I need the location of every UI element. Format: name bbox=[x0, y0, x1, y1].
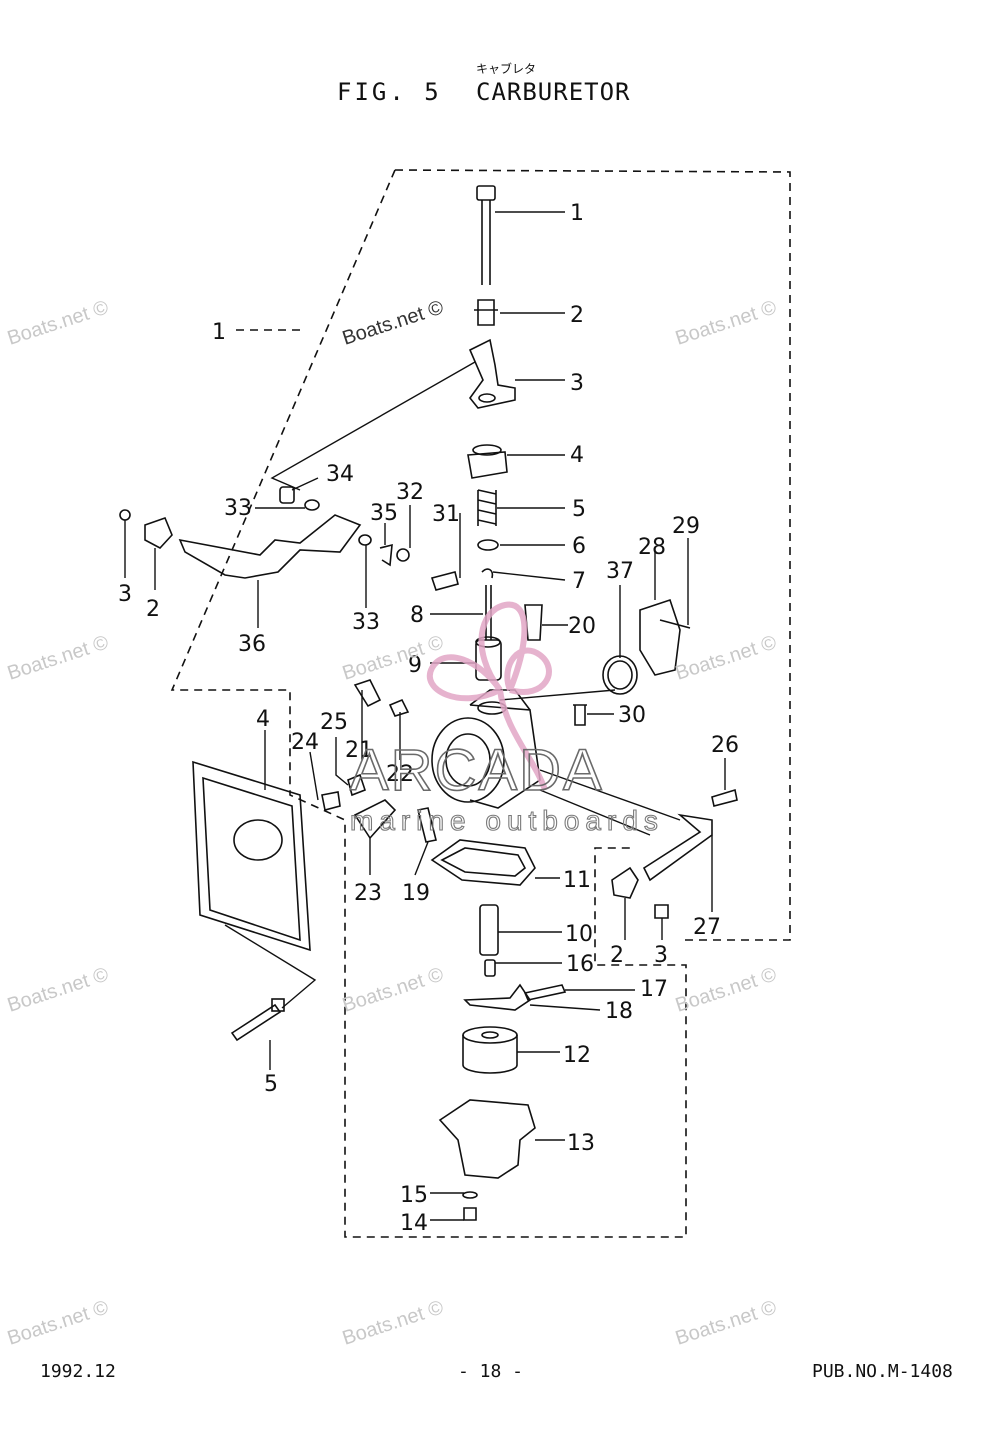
title-kana: キャブレタ bbox=[476, 62, 537, 76]
part-number-label: 14 bbox=[400, 1211, 428, 1236]
watermark-text: Boats.net © bbox=[673, 631, 780, 684]
part-number-label: 24 bbox=[291, 730, 319, 755]
footer-page-number: - 18 - bbox=[458, 1361, 524, 1382]
part-number-label: 1 bbox=[570, 201, 584, 226]
part-number-label: 19 bbox=[402, 881, 430, 906]
part-number-label: 10 bbox=[565, 922, 593, 947]
part-number-label: 4 bbox=[256, 707, 270, 732]
part-number-label: 17 bbox=[640, 977, 668, 1002]
watermark-text: Boats.net © bbox=[5, 296, 112, 349]
watermark-text: Boats.net © bbox=[5, 963, 112, 1016]
leader-lines bbox=[124, 211, 726, 1221]
watermark-text: Boats.net © bbox=[673, 1296, 780, 1349]
part-number-label: 5 bbox=[264, 1072, 278, 1097]
figure-number: FIG. 5 bbox=[337, 78, 442, 106]
part-number-label: 7 bbox=[572, 569, 586, 594]
part-number-label: 29 bbox=[672, 514, 700, 539]
watermark-text: Boats.net © bbox=[340, 1296, 447, 1349]
brand-name: ARCADA bbox=[350, 738, 604, 803]
part-number-label: 31 bbox=[432, 502, 460, 527]
part-number-label: 26 bbox=[711, 733, 739, 758]
part-number-label: 15 bbox=[400, 1183, 428, 1208]
part-number-label: 30 bbox=[618, 703, 646, 728]
part-number-label: 4 bbox=[570, 443, 584, 468]
footer-date: 1992.12 bbox=[40, 1361, 116, 1382]
part-number-label: 37 bbox=[606, 559, 634, 584]
part-number-label: 27 bbox=[693, 915, 721, 940]
part-number-label: 5 bbox=[572, 497, 586, 522]
part-number-label: 18 bbox=[605, 999, 633, 1024]
part-number-label: 21 bbox=[345, 738, 373, 763]
arcada-logo-watermark: ARCADA marine outboards bbox=[349, 601, 664, 837]
part-number-label: 34 bbox=[326, 462, 354, 487]
part-number-label: 13 bbox=[567, 1131, 595, 1156]
part-number-label: 6 bbox=[572, 534, 586, 559]
part-number-label: 25 bbox=[320, 710, 348, 735]
part-number-label: 3 bbox=[570, 371, 584, 396]
assembly-boundary-lines bbox=[170, 169, 791, 1238]
part-number-label: 20 bbox=[568, 614, 596, 639]
brand-tagline: marine outboards bbox=[350, 805, 664, 836]
part-number-label: 28 bbox=[638, 535, 666, 560]
watermark-text: Boats.net © bbox=[340, 296, 447, 349]
part-callouts: 1234567891011121314151617181920212223242… bbox=[118, 201, 739, 1236]
watermark-text: Boats.net © bbox=[5, 631, 112, 684]
part-number-label: 3 bbox=[118, 582, 132, 607]
part-number-label: 35 bbox=[370, 501, 398, 526]
part-number-label: 32 bbox=[396, 480, 424, 505]
part-number-label: 9 bbox=[408, 653, 422, 678]
part-number-label: 33 bbox=[352, 610, 380, 635]
watermark-text: Boats.net © bbox=[340, 963, 447, 1016]
part-number-label: 23 bbox=[354, 881, 382, 906]
part-number-label: 8 bbox=[410, 603, 424, 628]
footer-publication-number: PUB.NO.M-1408 bbox=[812, 1361, 953, 1382]
watermark-text: Boats.net © bbox=[673, 296, 780, 349]
part-number-label: 16 bbox=[566, 952, 594, 977]
part-number-label: 1 bbox=[212, 320, 226, 345]
watermark-text: Boats.net © bbox=[5, 1296, 112, 1349]
page-title: CARBURETOR bbox=[476, 78, 631, 106]
part-number-label: 36 bbox=[238, 632, 266, 657]
part-number-label: 2 bbox=[610, 943, 624, 968]
part-number-label: 3 bbox=[654, 943, 668, 968]
watermark-text: Boats.net © bbox=[673, 963, 780, 1016]
part-number-label: 2 bbox=[570, 303, 584, 328]
part-number-label: 11 bbox=[563, 868, 591, 893]
part-number-label: 12 bbox=[563, 1043, 591, 1068]
part-number-label: 2 bbox=[146, 597, 160, 622]
part-number-label: 22 bbox=[386, 762, 414, 787]
part-number-label: 33 bbox=[224, 496, 252, 521]
arcada-propeller-icon bbox=[426, 601, 552, 792]
